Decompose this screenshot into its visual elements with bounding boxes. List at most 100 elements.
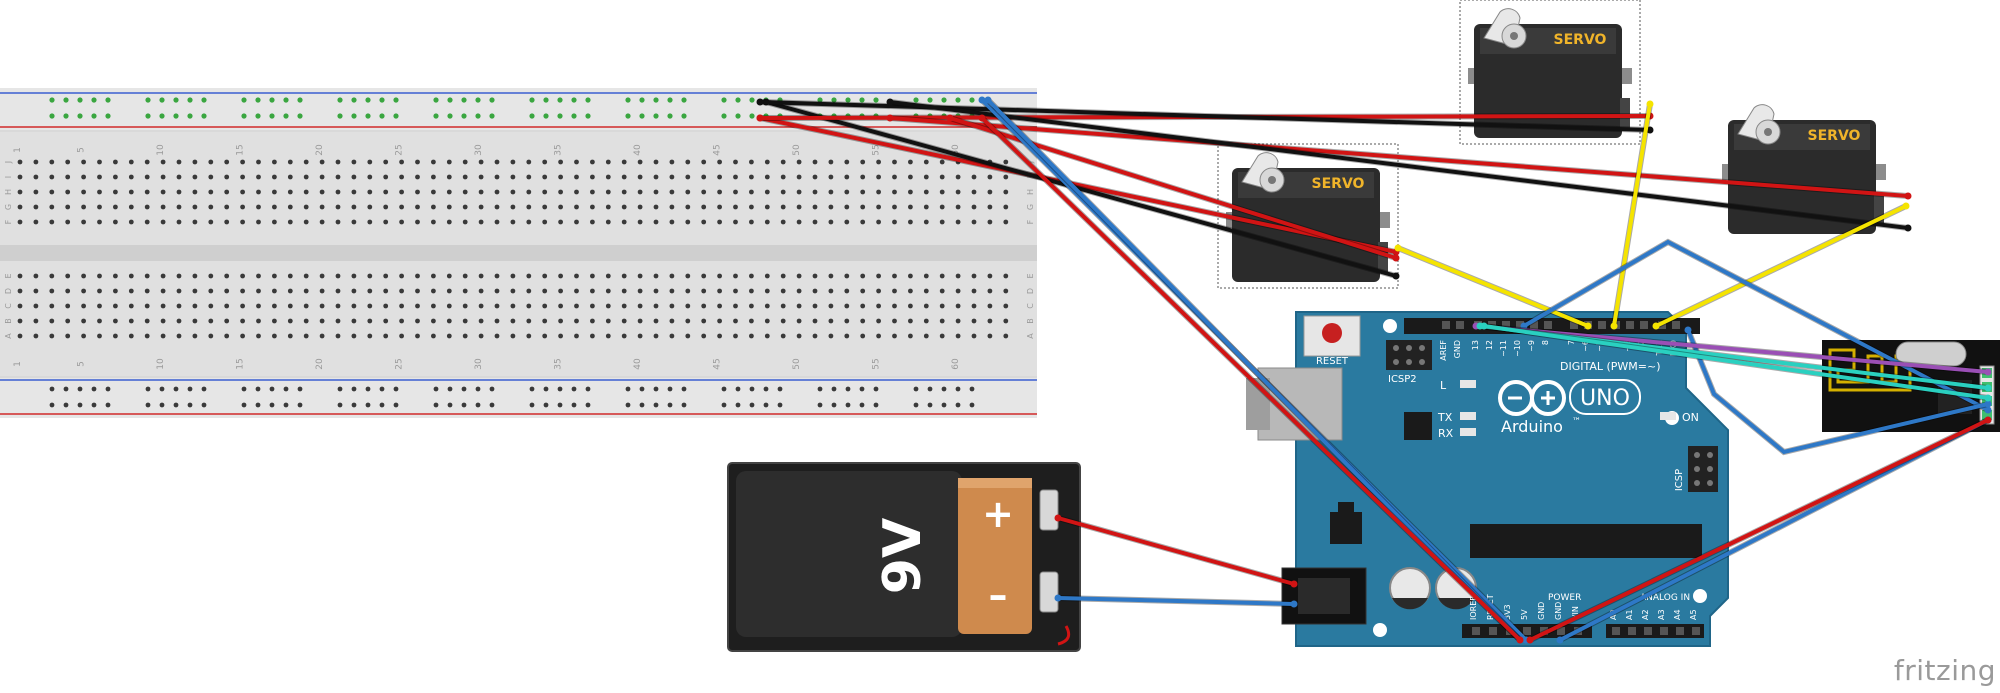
row-label: C	[1026, 303, 1035, 309]
wire	[1654, 204, 1908, 328]
mount-hole-1	[1383, 319, 1397, 333]
fritzing-brand: fritzing	[1893, 654, 1996, 687]
servo-label: SERVO	[1808, 128, 1861, 144]
power-label: POWER	[1548, 593, 1581, 603]
battery-body	[736, 471, 962, 637]
row-label: B	[4, 318, 13, 324]
analog-header	[1606, 624, 1704, 638]
analog-pin-label: A2	[1641, 609, 1650, 620]
led-rx-label: RX	[1438, 427, 1454, 440]
digital-pin-label: 12	[1485, 340, 1494, 350]
led-rx	[1460, 428, 1476, 436]
row-label: E	[4, 273, 13, 278]
digital-pin-label: ~11	[1499, 340, 1508, 357]
column-label-bottom: 15	[236, 358, 246, 369]
column-label-bottom: 50	[792, 358, 802, 370]
uno-label: UNO	[1580, 386, 1630, 411]
reset-label: RESET	[1316, 356, 1349, 367]
servo-label: SERVO	[1554, 32, 1607, 48]
wire	[1612, 102, 1652, 328]
column-label-top: 10	[156, 144, 166, 156]
wire	[1528, 418, 1990, 642]
bottom-power-rail	[0, 378, 1037, 418]
reset-button-cap[interactable]	[1322, 323, 1342, 343]
column-label-bottom: 55	[872, 358, 882, 369]
icsp2-label: ICSP2	[1388, 374, 1417, 385]
column-label-bottom: 25	[395, 358, 405, 369]
wire	[758, 116, 1398, 254]
mount-hole-3	[1693, 589, 1707, 603]
row-label: A	[1026, 333, 1035, 339]
column-label-bottom: 1	[13, 361, 23, 367]
wire	[986, 98, 1522, 642]
usb-chip	[1404, 412, 1432, 440]
led-tx-label: TX	[1437, 411, 1453, 424]
analog-pin-label: A4	[1673, 609, 1682, 620]
row-label: H	[1026, 189, 1035, 195]
voltage-regulator	[1330, 512, 1362, 544]
row-label: G	[1026, 204, 1035, 210]
digital-pin-label: 8	[1541, 340, 1550, 345]
power-pin-label: 5V	[1520, 609, 1529, 620]
power-pin-label: GND	[1537, 602, 1546, 620]
wire	[1482, 324, 1990, 400]
column-label-bottom: 35	[554, 358, 564, 369]
row-label: F	[4, 219, 13, 224]
battery-red-clip-wire	[1057, 625, 1071, 646]
wire	[888, 116, 1910, 198]
row-label: F	[1026, 219, 1035, 224]
power-pin-label: 3V3	[1503, 604, 1512, 620]
regulator-tab	[1338, 502, 1354, 514]
wire	[1558, 418, 1990, 642]
column-label-top: 5	[77, 147, 87, 153]
power-pin-label: VIN	[1571, 606, 1580, 620]
row-label: E	[1026, 273, 1035, 278]
wire	[1056, 596, 1296, 606]
column-label-top: 60	[951, 144, 961, 156]
column-label-top: 40	[633, 144, 643, 156]
breadboard-holes	[17, 97, 1009, 408]
mount-hole-4	[1373, 623, 1387, 637]
uno-badge	[1569, 379, 1641, 415]
row-label: B	[1026, 318, 1035, 324]
servo-label: SERVO	[1312, 176, 1365, 192]
icsp-header	[1688, 446, 1718, 492]
digital-pin-label: ~6	[1581, 340, 1590, 352]
battery-cap-highlight	[958, 478, 1032, 488]
center-channel	[0, 245, 1037, 261]
digital-pin-label: ~10	[1513, 340, 1522, 357]
wire	[980, 116, 1522, 642]
wire	[1474, 324, 1990, 374]
column-label-top: 25	[395, 144, 405, 155]
led-l-label: L	[1440, 379, 1447, 392]
wire	[1686, 328, 1990, 455]
row-label: I	[4, 176, 13, 178]
breadboard: 1155101015152020252530303535404045455050…	[0, 88, 1037, 418]
digital-label: DIGITAL (PWM=~)	[1560, 360, 1661, 373]
analog-label: ANALOG IN	[1640, 593, 1690, 603]
column-label-top: 1	[13, 147, 23, 153]
arduino-tm: ™	[1572, 417, 1581, 427]
atmega-chip	[1470, 524, 1702, 558]
wire	[764, 100, 1398, 278]
column-label-top: 55	[872, 144, 882, 155]
battery-minus-label: –	[989, 573, 1008, 617]
digital-pin-label: 7	[1567, 340, 1576, 345]
digital-pin-label: GND	[1453, 340, 1462, 358]
led-on	[1660, 412, 1676, 420]
analog-pin-label: A1	[1625, 609, 1634, 620]
dc-jack-inner	[1298, 578, 1350, 614]
column-label-top: 20	[315, 144, 325, 156]
arduino-logo	[1498, 380, 1566, 416]
wire	[758, 100, 1652, 132]
servo-motor: SERVO	[1722, 104, 1886, 234]
power-pin-label: GND	[1554, 602, 1563, 620]
digital-pin-label: AREF	[1439, 340, 1448, 361]
column-label-bottom: 40	[633, 358, 643, 370]
servos: SERVO SERVO SERVO	[1217, 0, 1886, 289]
row-label: C	[4, 303, 13, 309]
digital-pin-label: ~9	[1527, 340, 1536, 352]
column-label-bottom: 30	[474, 358, 484, 370]
